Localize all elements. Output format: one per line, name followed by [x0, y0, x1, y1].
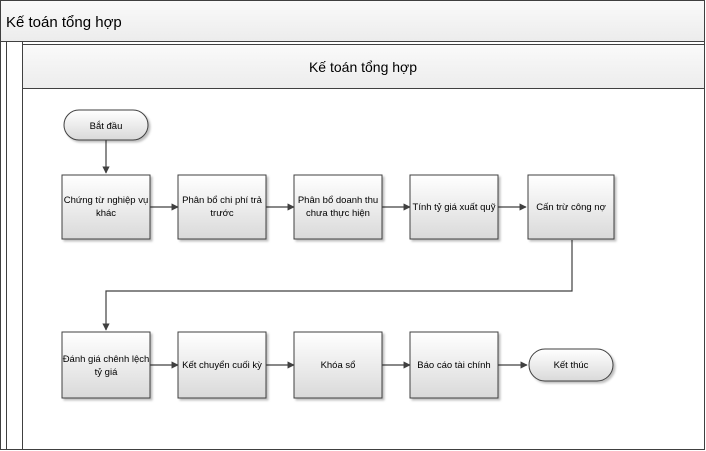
node-can-tru: Cấn trừ công nợ [527, 174, 615, 240]
node-khoa-so: Khóa sổ [293, 331, 383, 399]
connector-can-tru-to-danh-gia [102, 240, 573, 331]
lane-title: Kế toán tổng hợp [309, 59, 417, 75]
node-phan-bo-doanh-thu: Phân bổ doanh thu chưa thực hiện [293, 174, 383, 240]
node-chung-tu: Chứng từ nghiệp vụ khác [61, 174, 151, 240]
node-danh-gia-line1: Đánh giá chênh lệch [63, 354, 150, 365]
node-ket-chuyen-label: Kết chuyển cuối kỳ [182, 360, 262, 371]
node-khoa-so-label: Khóa sổ [321, 360, 356, 371]
node-danh-gia-line2: tỷ giá [95, 367, 118, 378]
node-bao-cao-label: Báo cáo tài chính [417, 360, 490, 371]
pool-title: Kế toán tổng hợp [6, 14, 122, 31]
node-ket-chuyen: Kết chuyển cuối kỳ [177, 331, 267, 399]
node-chung-tu-line2: khác [96, 208, 116, 219]
node-start: Bắt đầu [63, 109, 149, 141]
node-danh-gia: Đánh giá chênh lệch tỷ giá [61, 331, 151, 399]
node-start-label: Bắt đầu [90, 121, 123, 132]
node-tinh-ty-gia-label: Tính tỷ giá xuất quỹ [413, 202, 496, 213]
node-can-tru-label: Cấn trừ công nợ [536, 202, 606, 213]
node-end: Kết thúc [528, 348, 614, 382]
pool-header [0, 0, 705, 42]
node-phan-bo-chi-phi-line1: Phân bổ chi phí trả [182, 195, 262, 206]
node-end-label: Kết thúc [554, 360, 589, 371]
connectors [102, 140, 573, 369]
node-bao-cao: Báo cáo tài chính [409, 331, 499, 399]
node-phan-bo-doanh-thu-line2: chưa thực hiện [306, 208, 370, 219]
node-phan-bo-doanh-thu-line1: Phân bổ doanh thu [298, 195, 378, 206]
lane-header [22, 44, 705, 89]
node-tinh-ty-gia: Tính tỷ giá xuất quỹ [409, 174, 499, 240]
lane: Kế toán tổng hợp [6, 42, 705, 450]
node-chung-tu-line1: Chứng từ nghiệp vụ [64, 195, 149, 206]
node-phan-bo-chi-phi-line2: trước [210, 208, 233, 219]
node-phan-bo-chi-phi: Phân bổ chi phí trả trước [177, 174, 267, 240]
